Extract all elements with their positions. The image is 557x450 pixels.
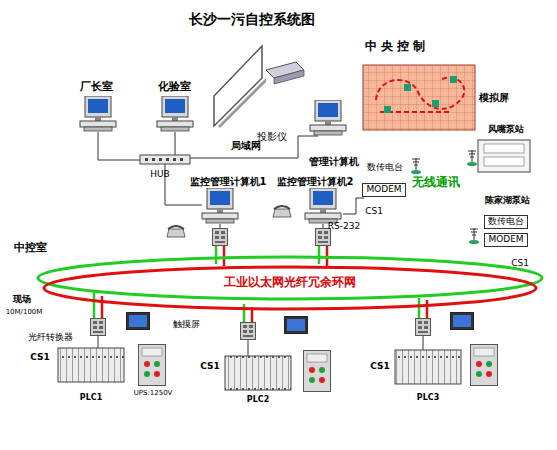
- speed-label: 10M/100M: [6, 309, 43, 317]
- device-name: HUB: [150, 170, 170, 180]
- area-name: 中控室: [14, 242, 47, 254]
- area-name: 现场: [13, 295, 31, 305]
- station-name: 风嘴泵站: [488, 125, 524, 135]
- device-name: 监控管理计算机1: [190, 176, 267, 187]
- device-name: CS1: [200, 362, 220, 372]
- plc-name: PLC1: [80, 394, 102, 403]
- device-name: 监控管理计算机2: [277, 176, 354, 187]
- plc-name: PLC3: [417, 394, 439, 403]
- node-text: MODEM: [366, 185, 401, 195]
- network-name: 局域网: [231, 140, 261, 151]
- ring-network: 工业以太网光纤冗余环网: [30, 253, 550, 313]
- device-name: 数传电台: [367, 163, 403, 173]
- room-name: 厂长室: [80, 81, 113, 93]
- station-name: 陈家湖泵站: [485, 196, 530, 206]
- device-name: CS1: [30, 353, 50, 363]
- modem-box: MODEM: [484, 233, 528, 247]
- device-name: 投影仪: [257, 131, 287, 142]
- node-text: 工业以太网光纤冗余环网: [224, 276, 356, 289]
- device-name: 管理计算机: [309, 156, 359, 167]
- link-name: 无线通讯: [412, 176, 460, 189]
- node-text: MODEM: [488, 235, 523, 245]
- radio-box: 数传电台: [484, 215, 528, 229]
- device-name: 模拟屏: [479, 92, 509, 103]
- device-name: CS1: [370, 362, 390, 372]
- node-text: 数传电台: [488, 217, 524, 227]
- room-name: 化验室: [158, 81, 191, 93]
- diagram-title: 长沙一污自控系统图: [189, 12, 315, 27]
- plc-name: PLC2: [247, 396, 269, 405]
- device-name: 触摸屏: [173, 320, 200, 330]
- interface-name: RS-232: [328, 222, 360, 232]
- device-name: 光纤转换器: [28, 333, 73, 343]
- modem-box: MODEM: [362, 183, 406, 197]
- device-rating: UPS:1250V: [134, 390, 173, 398]
- area-heading: 中 央 控 制: [365, 40, 426, 53]
- device-name: CS1: [365, 207, 383, 217]
